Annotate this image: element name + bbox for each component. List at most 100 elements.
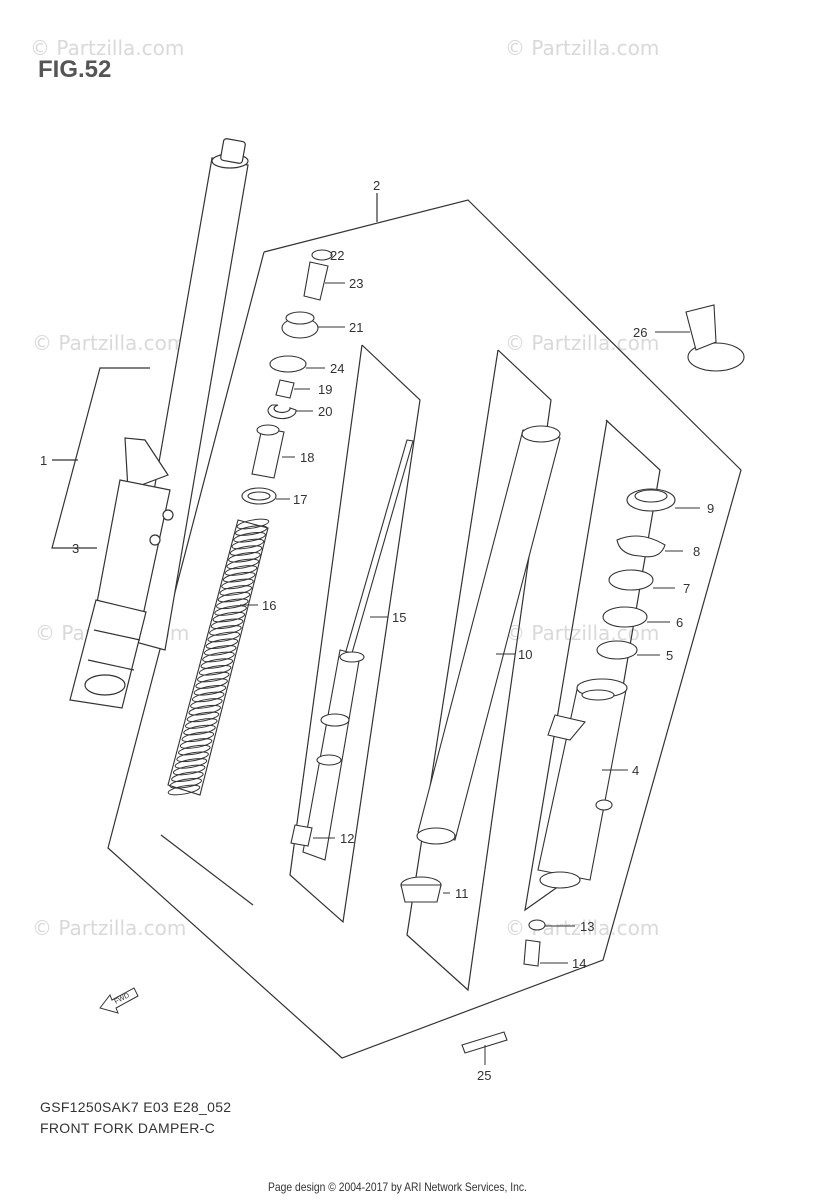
- spring-coil: [171, 771, 204, 783]
- spring-coil: [188, 704, 221, 716]
- callout-12[interactable]: 12: [340, 831, 354, 846]
- part-19-nut[interactable]: [275, 379, 295, 399]
- callout-4[interactable]: 4: [632, 763, 639, 778]
- spring-coil: [221, 578, 254, 590]
- spring-coil: [226, 558, 259, 570]
- part-8-clip[interactable]: [616, 535, 666, 558]
- spring-coil: [202, 651, 235, 663]
- spring-coil: [167, 784, 201, 796]
- figure-caption: FRONT FORK DAMPER-C: [40, 1120, 215, 1136]
- callout-19[interactable]: 19: [318, 382, 332, 397]
- group-outline-inner-tube: [406, 349, 552, 992]
- spring-coil: [193, 684, 227, 696]
- leader-lines: [82, 254, 700, 1065]
- spring-coil: [183, 724, 216, 736]
- spring-coil: [224, 565, 258, 576]
- callout-5[interactable]: 5: [666, 648, 673, 663]
- outer-tube[interactable]: [537, 678, 628, 889]
- callout-8[interactable]: 8: [693, 544, 700, 559]
- callout-13[interactable]: 13: [580, 919, 594, 934]
- spring-coil: [200, 658, 234, 669]
- spring-coil: [197, 671, 230, 683]
- part-13-washer[interactable]: [528, 919, 546, 931]
- callout-24[interactable]: 24: [330, 361, 344, 376]
- spring-coil: [212, 611, 246, 623]
- spring-coil: [205, 638, 239, 650]
- spring-coil: [210, 618, 244, 630]
- spring-coil: [219, 585, 253, 596]
- spring-coil: [235, 525, 268, 536]
- callout-14[interactable]: 14: [572, 956, 586, 971]
- callout-25[interactable]: 25: [477, 1068, 491, 1083]
- callout-labels: 1 2 3 4 5 6 7 8 9 10 11 12 13 14 15 16 1…: [40, 178, 714, 1083]
- spring-coil: [203, 645, 237, 656]
- part-20-clip[interactable]: [267, 404, 297, 420]
- spring-coil: [181, 731, 215, 743]
- spring-coil: [178, 744, 211, 756]
- callout-2[interactable]: 2: [373, 178, 380, 193]
- callout-17[interactable]: 17: [293, 492, 307, 507]
- bracket-1-3: [51, 367, 150, 549]
- small-parts[interactable]: [241, 249, 745, 1054]
- figure-code: GSF1250SAK7 E03 E28_052: [40, 1099, 232, 1115]
- spring-coil: [229, 545, 263, 556]
- callout-10[interactable]: 10: [518, 647, 532, 662]
- callout-6[interactable]: 6: [676, 615, 683, 630]
- spring-coil: [209, 625, 242, 636]
- spring-coil: [214, 605, 247, 616]
- callout-3[interactable]: 3: [72, 541, 79, 556]
- part-23-adjuster[interactable]: [303, 261, 329, 301]
- callout-9[interactable]: 9: [707, 501, 714, 516]
- inner-tube[interactable]: [416, 425, 561, 845]
- spring-coils: [167, 518, 270, 796]
- part-14-bolt[interactable]: [523, 939, 541, 967]
- damper-rod[interactable]: [302, 439, 414, 861]
- spring-coil: [185, 718, 218, 729]
- figure-title: FIG.52: [38, 56, 112, 83]
- callout-18[interactable]: 18: [300, 450, 314, 465]
- callout-16[interactable]: 16: [262, 598, 276, 613]
- watermark: © Partzilla.com: [505, 36, 659, 60]
- spring-coil: [222, 571, 256, 583]
- part-25-bolt[interactable]: [461, 1031, 508, 1054]
- part-26-guard[interactable]: [687, 342, 745, 372]
- watermark: © Partzilla.com: [32, 331, 186, 355]
- spring-coil: [228, 551, 261, 563]
- callout-15[interactable]: 15: [392, 610, 406, 625]
- part-5-bush[interactable]: [596, 640, 638, 660]
- spring-coil: [231, 538, 265, 550]
- fork-assembly[interactable]: [69, 138, 249, 709]
- spring-coil: [179, 738, 213, 749]
- spring-coil: [195, 678, 228, 689]
- part-6-washer[interactable]: [602, 606, 648, 628]
- assembly-outline: [107, 199, 742, 1059]
- callout-23[interactable]: 23: [349, 276, 363, 291]
- part-22-ring[interactable]: [311, 249, 333, 261]
- callout-1[interactable]: 1: [40, 453, 47, 468]
- spring-coil: [233, 531, 266, 543]
- spring-coil: [207, 631, 240, 643]
- spring-coil: [176, 751, 209, 763]
- spring-coil: [198, 664, 232, 676]
- spring-coil: [186, 711, 220, 723]
- spring-coil: [190, 698, 223, 709]
- fwd-arrow-icon: FWD: [99, 987, 139, 1014]
- callout-26[interactable]: 26: [633, 325, 647, 340]
- spring-coil: [216, 598, 249, 610]
- spring-coil: [217, 591, 251, 603]
- callout-21[interactable]: 21: [349, 320, 363, 335]
- page-footer: Page design © 2004-2017 by ARI Network S…: [268, 1180, 527, 1194]
- callout-22[interactable]: 22: [330, 248, 344, 263]
- spring-coil: [169, 777, 202, 789]
- spring-coil: [191, 691, 225, 703]
- callout-7[interactable]: 7: [683, 581, 690, 596]
- spring-coil: [172, 764, 206, 776]
- part-12-bush[interactable]: [290, 824, 313, 847]
- group-outline-spring: [160, 834, 254, 906]
- callout-20[interactable]: 20: [318, 404, 332, 419]
- callout-11[interactable]: 11: [455, 886, 469, 901]
- part-7-oil-seal[interactable]: [608, 569, 654, 591]
- part-24-oring[interactable]: [269, 355, 307, 373]
